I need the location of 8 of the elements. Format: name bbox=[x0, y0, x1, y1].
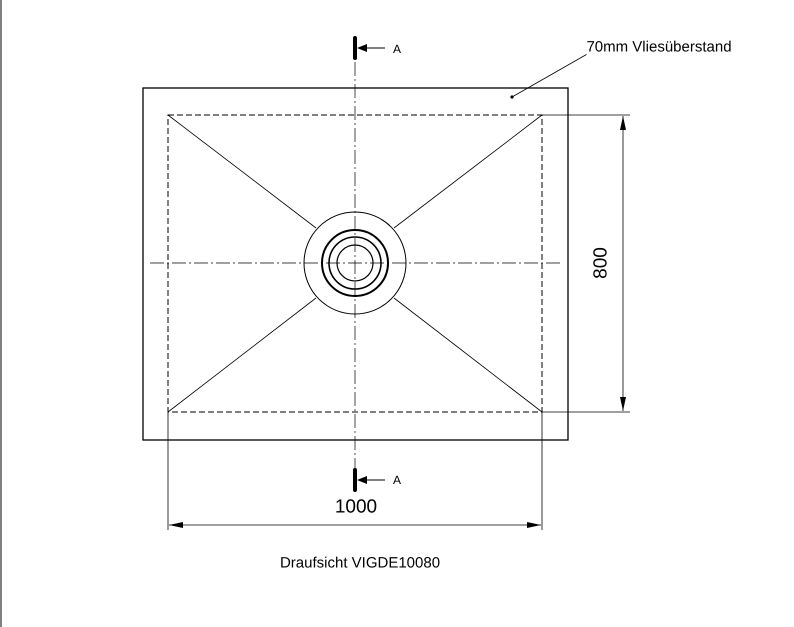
drawing-caption: Draufsicht VIGDE10080 bbox=[280, 556, 440, 570]
callout-text: 70mm Vliesüberstand bbox=[586, 40, 732, 54]
section-label: A bbox=[393, 43, 401, 55]
fleece-outline bbox=[142, 87, 569, 441]
section-label: A bbox=[393, 474, 401, 486]
dimension-text: 800 bbox=[592, 247, 610, 279]
dimension-text: 1000 bbox=[334, 498, 378, 516]
leader-line bbox=[510, 54, 587, 99]
